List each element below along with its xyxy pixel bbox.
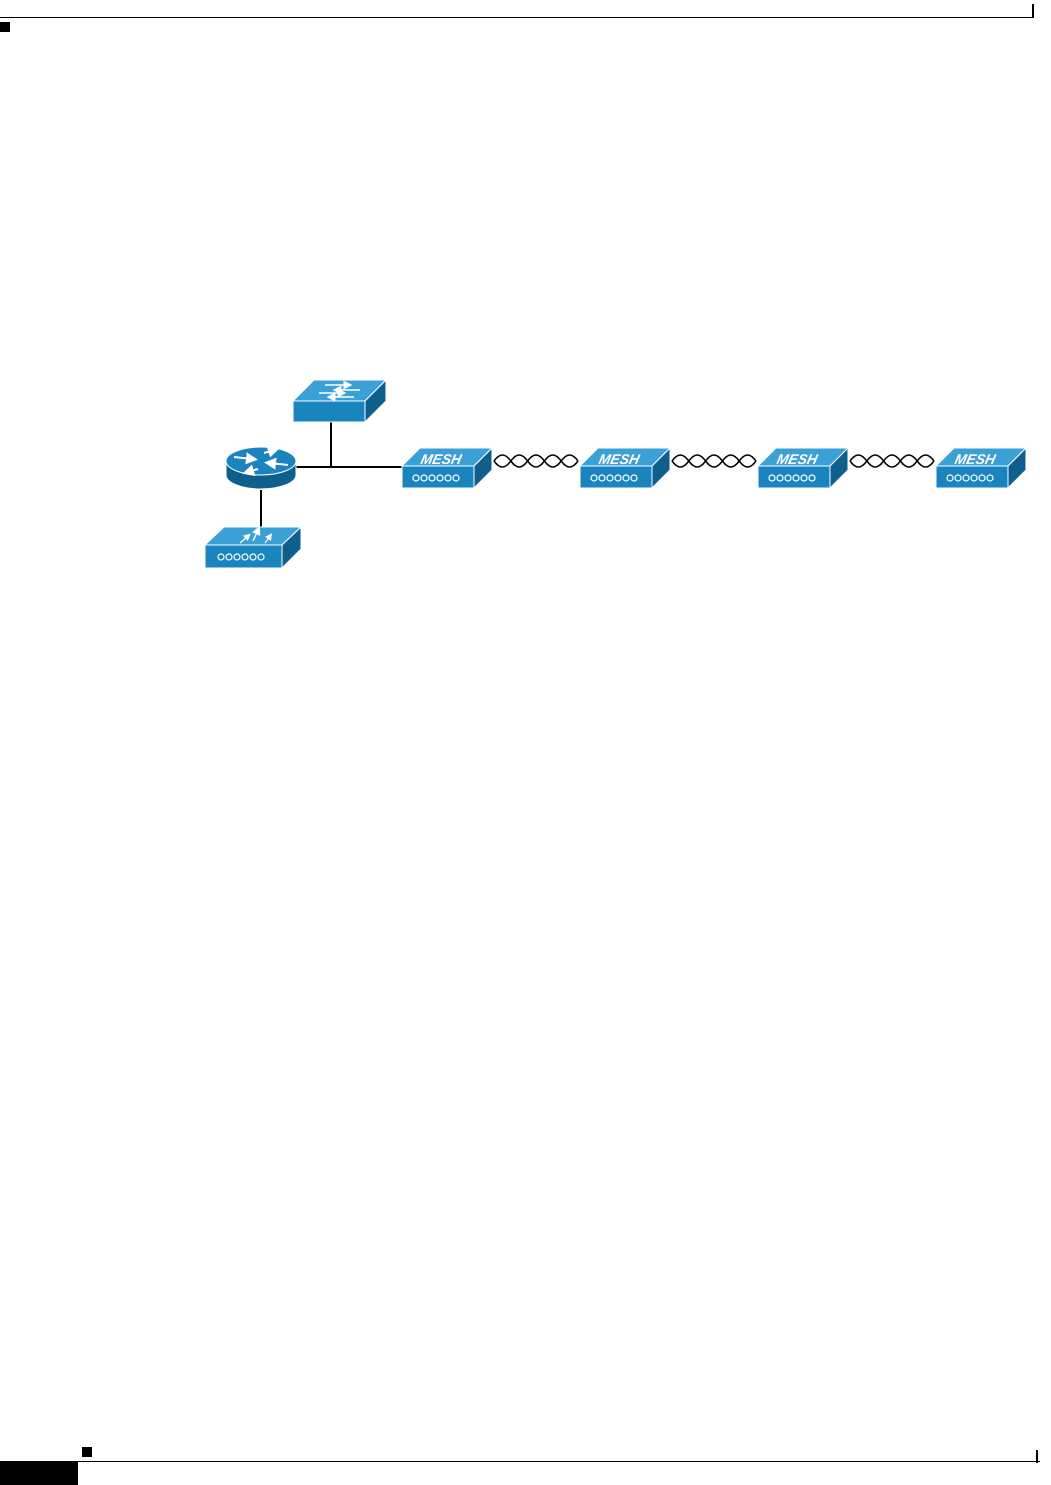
mesh-ap-icon: MESH [758, 448, 848, 488]
mesh-ap-icon: MESH [936, 448, 1026, 488]
mesh-ap-icon: MESH [402, 448, 492, 488]
mesh-ap-icon: MESH [580, 448, 670, 488]
switch-icon [293, 380, 386, 422]
wireless-link [672, 455, 756, 467]
wireless-link [494, 455, 578, 467]
mesh-ap-label: MESH [775, 451, 820, 467]
mesh-ap-label: MESH [953, 451, 998, 467]
controller-icon [205, 527, 301, 568]
mesh-ap-label: MESH [419, 451, 464, 467]
mesh-nodes: MESH MESH MESH MESH [402, 448, 1026, 488]
wireless-link [850, 455, 934, 467]
router-icon [226, 447, 296, 489]
wireless-links [494, 455, 934, 467]
mesh-ap-label: MESH [597, 451, 642, 467]
